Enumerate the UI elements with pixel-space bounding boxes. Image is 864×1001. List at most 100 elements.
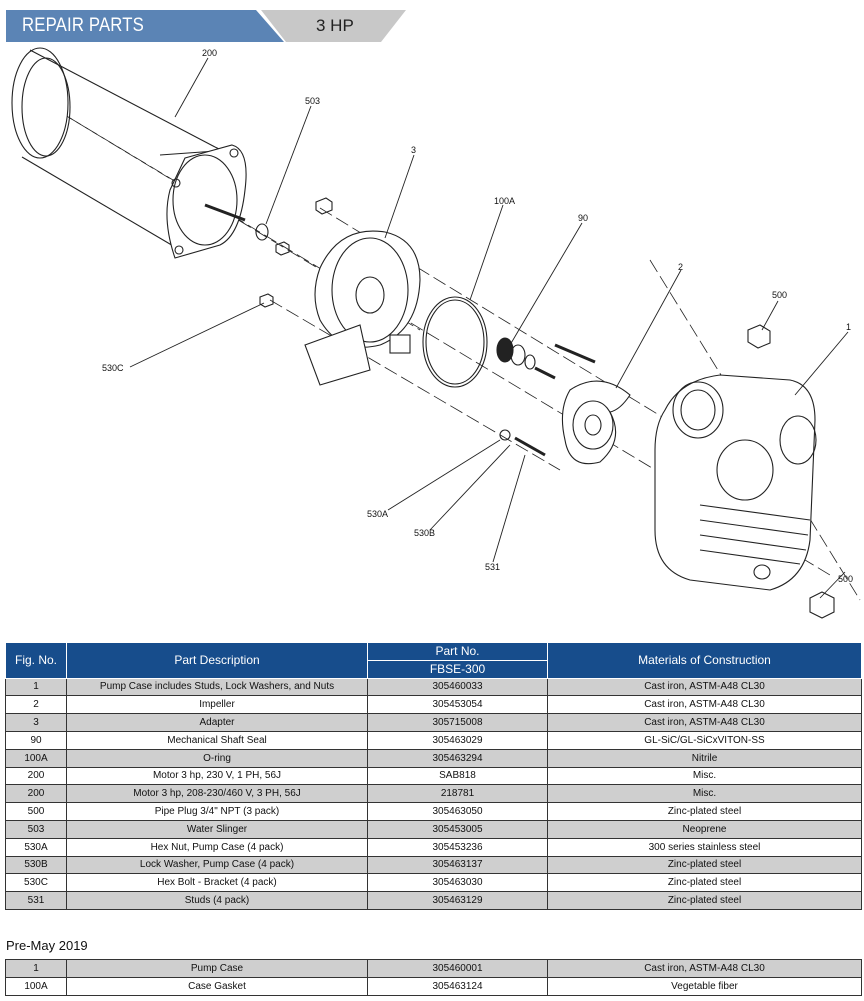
motor-flange <box>166 144 247 259</box>
hex-bolts <box>259 197 333 308</box>
callout-2: 2 <box>678 262 683 272</box>
part-no-cell: 305715008 <box>367 713 548 732</box>
pre-may-title: Pre-May 2019 <box>6 938 88 953</box>
part-no-cell: 305460001 <box>367 959 548 978</box>
description-cell: Studs (4 pack) <box>66 891 368 910</box>
fig-no-cell: 1 <box>5 677 67 697</box>
fig-no-cell: 531 <box>5 891 67 910</box>
materials-cell: Nitrile <box>547 748 862 768</box>
fig-no-cell: 90 <box>5 730 67 750</box>
repair-parts-table: Fig. No. Part Description Part No. Mater… <box>5 642 862 910</box>
materials-cell: Zinc-plated steel <box>547 873 862 893</box>
description-cell: Hex Bolt - Bracket (4 pack) <box>66 873 368 893</box>
description-cell: Pump Case <box>66 959 368 978</box>
exploded-parts-diagram: 200 503 3 100A 90 2 500 1 530C 530A 530B… <box>11 47 861 619</box>
materials-cell: Zinc-plated steel <box>547 802 862 821</box>
materials-cell: Zinc-plated steel <box>547 891 862 910</box>
description-cell: Adapter <box>66 713 368 732</box>
description-cell: Motor 3 hp, 208-230/460 V, 3 PH, 56J <box>66 784 368 804</box>
materials-cell: Misc. <box>547 784 862 804</box>
callout-500-bottom: 500 <box>838 574 853 584</box>
materials-cell: Cast iron, ASTM-A48 CL30 <box>547 695 862 715</box>
part-no-cell: 305453236 <box>367 837 548 857</box>
materials-cell: Cast iron, ASTM-A48 CL30 <box>547 713 862 732</box>
part-no-cell: SAB818 <box>367 766 548 786</box>
fig-no-cell: 200 <box>5 766 67 786</box>
callout-1: 1 <box>846 322 851 332</box>
fig-no-cell: 2 <box>5 695 67 715</box>
pipe-plug-top <box>747 324 771 349</box>
materials-cell: 300 series stainless steel <box>547 837 862 857</box>
description-cell: Motor 3 hp, 230 V, 1 PH, 56J <box>66 766 368 786</box>
seal-drawing <box>496 337 556 380</box>
fig-no-cell: 1 <box>5 959 67 978</box>
fig-no-cell: 3 <box>5 713 67 732</box>
part-no-cell: 305453054 <box>367 695 548 715</box>
materials-cell: Cast iron, ASTM-A48 CL30 <box>547 677 862 697</box>
part-no-cell: 305460033 <box>367 677 548 697</box>
header-model: FBSE-300 <box>367 659 548 679</box>
pipe-plug-bottom <box>809 591 835 619</box>
page-title: REPAIR PARTS <box>22 15 144 36</box>
callout-530c: 530C <box>102 363 124 373</box>
description-cell: Water Slinger <box>66 819 368 839</box>
part-no-cell: 305463050 <box>367 802 548 821</box>
part-no-cell: 305463294 <box>367 748 548 768</box>
materials-cell: Cast iron, ASTM-A48 CL30 <box>547 959 862 978</box>
callout-200: 200 <box>202 48 217 58</box>
callout-530b: 530B <box>414 528 435 538</box>
callout-100a: 100A <box>494 196 515 206</box>
part-no-cell: 305463029 <box>367 730 548 750</box>
description-cell: Pump Case includes Studs, Lock Washers, … <box>66 677 368 697</box>
callout-531: 531 <box>485 562 500 572</box>
part-no-cell: 305463030 <box>367 873 548 893</box>
header-part-no: Part No. <box>367 642 548 661</box>
description-cell: Hex Nut, Pump Case (4 pack) <box>66 837 368 857</box>
description-cell: Pipe Plug 3/4" NPT (3 pack) <box>66 802 368 821</box>
callout-530a: 530A <box>367 509 388 519</box>
repair-parts-tab: REPAIR PARTS <box>6 10 284 42</box>
impeller-drawing <box>561 380 631 465</box>
header-fig-no: Fig. No. <box>5 642 67 679</box>
o-ring-drawing <box>422 296 488 388</box>
fig-no-cell: 200 <box>5 784 67 804</box>
materials-cell: GL-SiC/GL-SiCxVITON-SS <box>547 730 862 750</box>
description-cell: Lock Washer, Pump Case (4 pack) <box>66 855 368 875</box>
description-cell: Case Gasket <box>66 976 368 996</box>
header-tabs: REPAIR PARTS 3 HP <box>6 10 406 42</box>
hp-tab: 3 HP <box>261 10 406 42</box>
fig-no-cell: 530C <box>5 873 67 893</box>
hp-label: 3 HP <box>316 16 354 35</box>
description-cell: O-ring <box>66 748 368 768</box>
materials-cell: Vegetable fiber <box>547 976 862 996</box>
materials-cell: Neoprene <box>547 819 862 839</box>
header-part-description: Part Description <box>66 642 368 679</box>
part-no-cell: 305463129 <box>367 891 548 910</box>
fig-no-cell: 503 <box>5 819 67 839</box>
part-no-cell: 305453005 <box>367 819 548 839</box>
materials-cell: Misc. <box>547 766 862 786</box>
description-cell: Impeller <box>66 695 368 715</box>
fig-no-cell: 530B <box>5 855 67 875</box>
description-cell: Mechanical Shaft Seal <box>66 730 368 750</box>
fig-no-cell: 100A <box>5 976 67 996</box>
adapter-drawing <box>304 230 421 386</box>
stud-drawing <box>554 343 596 364</box>
callout-500-top: 500 <box>772 290 787 300</box>
header-materials: Materials of Construction <box>547 642 862 679</box>
fig-no-cell: 530A <box>5 837 67 857</box>
fig-no-cell: 100A <box>5 748 67 768</box>
